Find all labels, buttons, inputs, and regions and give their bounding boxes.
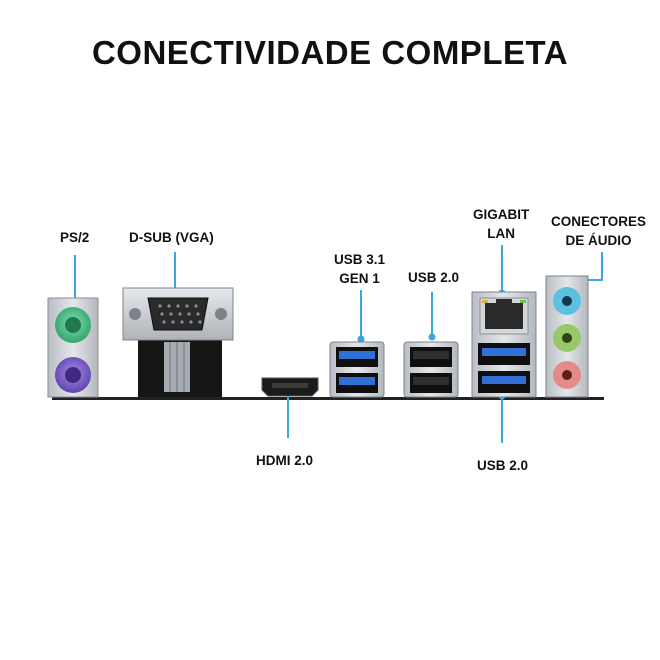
audio-jacks (545, 275, 589, 398)
gigabit-lan-label: GIGABIT LAN (473, 205, 529, 243)
lan-usb-stack (471, 291, 537, 398)
ps2-label: PS/2 (60, 230, 90, 245)
lan-label-line2: LAN (487, 226, 515, 241)
dsub-vga-label: D-SUB (VGA) (129, 230, 214, 245)
usb31-gen1-label: USB 3.1 GEN 1 (334, 250, 385, 288)
hdmi-label: HDMI 2.0 (256, 453, 314, 468)
audio-label-line2: DE ÁUDIO (565, 233, 632, 248)
board-edge-line (52, 397, 604, 400)
page-title: CONECTIVIDADE COMPLETA (91, 34, 569, 71)
usb20-top-ports (403, 341, 459, 398)
usb31-label-line2: GEN 1 (339, 271, 380, 286)
lan-label-line1: GIGABIT (473, 207, 530, 222)
usb20-bottom-label: USB 2.0 (477, 458, 529, 473)
usb31-label-line1: USB 3.1 (334, 252, 386, 267)
usb20-top-label: USB 2.0 (408, 270, 460, 285)
audio-connectors-label: CONECTORES DE ÁUDIO (551, 212, 646, 250)
audio-label-line1: CONECTORES (551, 214, 647, 229)
ps2-port (47, 297, 99, 398)
usb31-ports (329, 341, 385, 398)
hdmi-port (261, 377, 319, 397)
vga-port (122, 287, 234, 397)
